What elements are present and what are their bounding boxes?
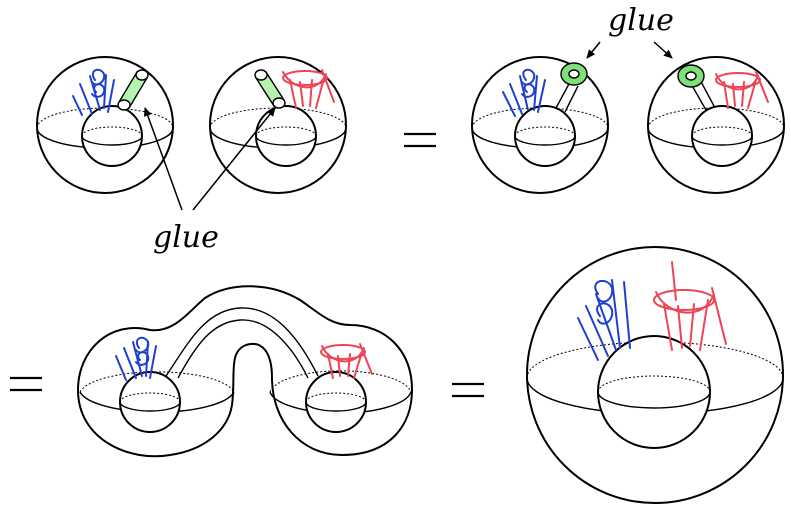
connected-sum-red-strands (320, 343, 373, 379)
connecting-tube-outer (165, 307, 319, 377)
sphere-a-inner-ball (81, 105, 143, 167)
sphere-b-inner-ball (255, 105, 317, 167)
sphere-a-glue-tube (117, 69, 149, 111)
sphere-b (209, 56, 347, 194)
sphere-b-outline (209, 56, 347, 194)
result-red-strands (653, 261, 727, 351)
connected-sum (76, 285, 414, 458)
glue-left-label: glue (153, 220, 219, 255)
sphere-d-red-strands (715, 71, 769, 109)
sphere-a-blue-strands (72, 68, 115, 116)
equals-sign-2 (10, 376, 42, 392)
equals-sign-1 (404, 132, 436, 148)
sphere-b-glue-tube (254, 69, 286, 109)
sphere-c (471, 56, 609, 194)
sphere-d (647, 56, 785, 194)
glue-top-arrow-2 (653, 41, 673, 59)
equals-sign-3 (452, 382, 484, 398)
connected-sum-outline (76, 285, 414, 458)
sphere-b-red-strands (282, 69, 335, 109)
result-sphere (526, 246, 784, 504)
sphere-a-outline (36, 56, 174, 194)
glue-top-label: glue (608, 3, 674, 38)
sphere-a-equator-back (36, 107, 174, 129)
glue-top-arrow-1 (586, 41, 601, 59)
glue-left-arrow-2 (192, 107, 276, 211)
sphere-c-blue-strands (502, 68, 546, 117)
glue-left-arrow-1 (143, 107, 183, 211)
sphere-a-inner-equator (81, 126, 143, 137)
connecting-tube-inner (177, 319, 309, 379)
sphere-a (36, 56, 174, 194)
connected-sum-blue-strands (115, 336, 157, 381)
result-blue-strands (577, 279, 631, 361)
sphere-c-glue-ring (555, 62, 588, 113)
sphere-d-glue-ring (677, 64, 715, 111)
